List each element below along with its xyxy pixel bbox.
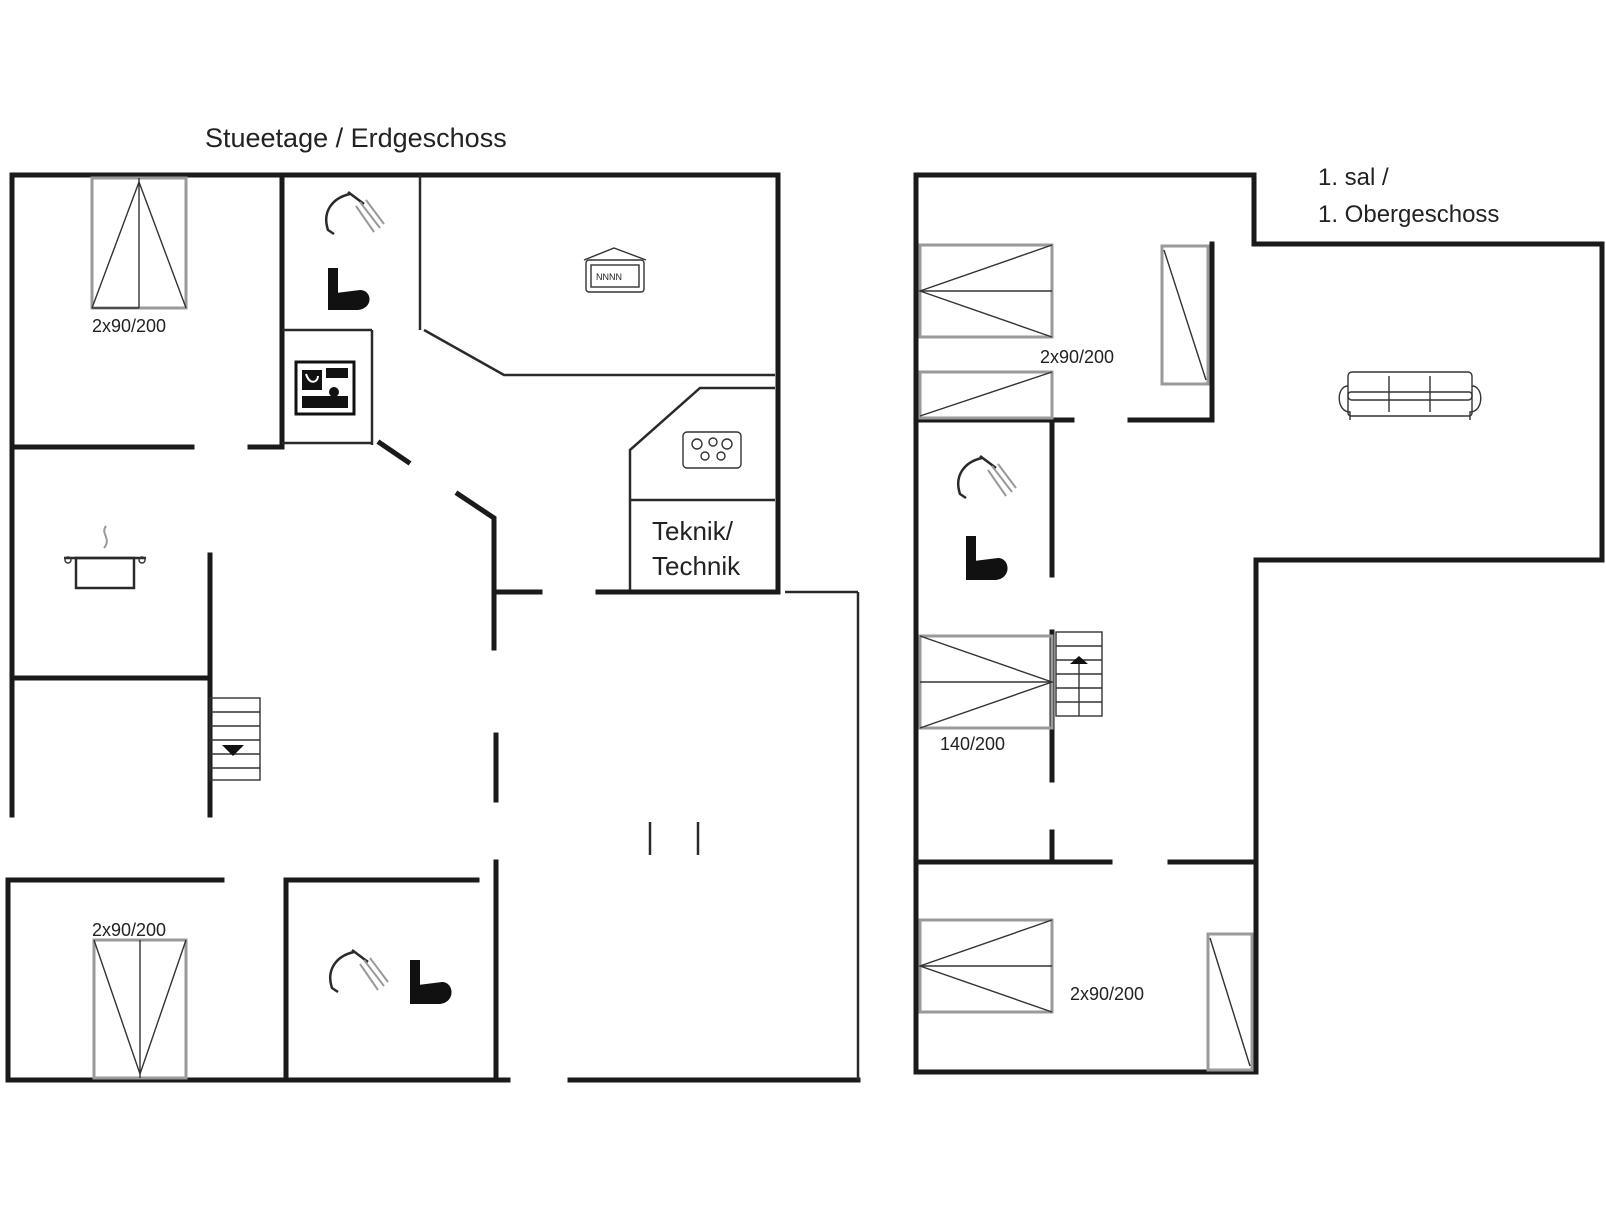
ground-floor-title: Stueetage / Erdgeschoss [205,123,507,153]
technik-label-line1: Teknik/ [652,516,734,546]
closet-upper-bottom [1206,932,1254,1072]
wall [454,490,497,651]
living-room-wall [423,328,775,377]
shower-icon [329,949,389,994]
bed-label-top-left: 2x90/200 [92,316,166,336]
tv-icon: NNNN [583,247,647,293]
stairs-icon [1055,631,1103,717]
bed-label-upper-double: 140/200 [940,734,1005,754]
upper-floor-title-line2: 1. Obergeschoss [1318,201,1499,228]
bed-label-bottom-left: 2x90/200 [92,920,166,940]
twin-bed-upper-top [917,243,1054,339]
toilet-icon [328,268,370,310]
stairs-icon [209,697,261,781]
twin-bed-upper-bottom [917,918,1054,1014]
washing-machine-icon [294,360,356,416]
ground-outer-wall [9,172,781,818]
technik-wall [628,386,775,592]
technik-label-line2: Technik [652,551,741,581]
toilet-icon [966,536,1008,580]
double-bed-upper [918,634,1055,730]
stove-icon [682,431,742,469]
sofa-icon [1338,371,1482,420]
twin-bed-bottom-left [92,938,188,1080]
upper-floor: 2x90/200 140/200 [913,172,1605,1075]
bed-label-upper-bottom: 2x90/200 [1070,984,1144,1004]
upper-floor-title-line1: 1. sal / [1318,164,1389,191]
cooking-pot-icon [64,525,146,590]
toilet-icon [410,960,452,1004]
closet-upper [1160,244,1210,386]
shower-icon [957,455,1017,500]
twin-bed-top-left [90,176,188,310]
shower-icon [325,191,385,236]
bed-upper-top-second [918,370,1054,420]
wall [376,439,412,466]
ground-floor: 2x90/200 2x90/200 Teknik/ Technik [5,172,861,1083]
bed-label-upper-top: 2x90/200 [1040,347,1114,367]
upper-outer-wall [913,172,1605,1075]
svg-text:NNNN: NNNN [596,272,622,282]
